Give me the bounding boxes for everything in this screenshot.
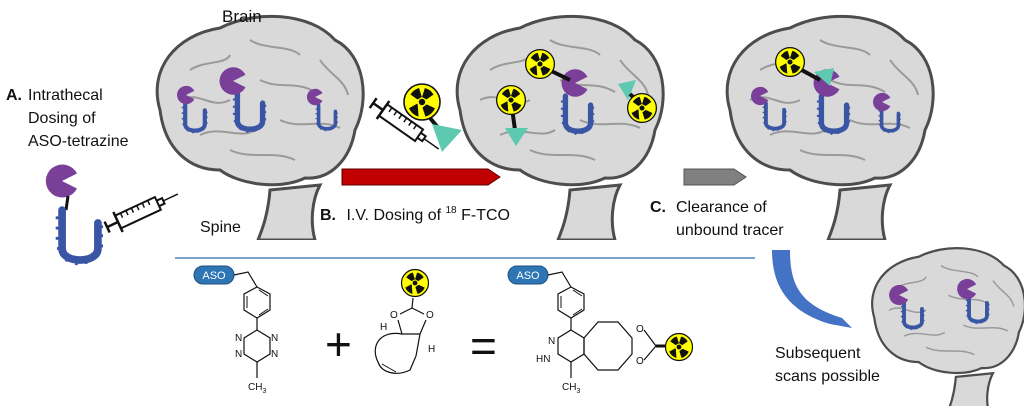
tco-structure: O O H H xyxy=(374,268,435,374)
radiation-icon xyxy=(664,332,694,362)
step-a-letter: A. xyxy=(6,87,22,104)
radiation-icon xyxy=(495,84,527,116)
spine-label: Spine xyxy=(200,219,241,236)
aso-receptor-group-2 xyxy=(495,48,658,146)
step-c-line1: Clearance of xyxy=(676,199,767,216)
step-c-text: C. Clearance of unbound tracer xyxy=(650,199,784,239)
svg-text:CH3: CH3 xyxy=(562,382,580,395)
svg-text:HN: HN xyxy=(536,354,550,365)
subsequent-line2: scans possible xyxy=(775,368,880,385)
aso-tag-label: ASO xyxy=(516,270,540,282)
svg-text:O: O xyxy=(636,356,644,367)
svg-text:N: N xyxy=(271,333,278,344)
product-structure: ASO N HN CH3 O O xyxy=(507,265,694,395)
pacman-receptor-icon xyxy=(45,164,77,198)
step-a-line3: ASO-tetrazine xyxy=(28,133,129,150)
aso-strand-icon xyxy=(56,210,103,265)
svg-text:N: N xyxy=(235,333,242,344)
step-c-letter: C. xyxy=(650,199,666,216)
step-b-post: F-TCO xyxy=(461,207,510,224)
step-c-line2: unbound tracer xyxy=(676,222,784,239)
step-a-line1: Intrathecal xyxy=(28,87,103,104)
aso-tetrazine-construct xyxy=(45,164,103,266)
svg-text:O: O xyxy=(426,310,434,321)
step-b-label: B. I.V. Dosing of 18 F-TCO xyxy=(320,200,510,224)
svg-text:H: H xyxy=(428,344,435,355)
radiation-icon xyxy=(400,268,430,298)
svg-text:H: H xyxy=(380,322,387,333)
step-b-letter: B. xyxy=(320,207,336,224)
syringe-icon xyxy=(103,193,179,234)
tracer-syringe-group xyxy=(368,83,462,152)
subsequent-scans-text: Subsequent scans possible xyxy=(775,345,880,385)
tco-triangle-icon xyxy=(505,128,528,146)
step-a-line2: Dosing of xyxy=(28,110,96,127)
tco-triangle-icon xyxy=(814,68,834,86)
subsequent-line1: Subsequent xyxy=(775,345,861,362)
radiation-icon xyxy=(524,48,556,80)
aso-receptor-group-3 xyxy=(751,46,902,135)
tco-triangle-icon xyxy=(618,80,636,100)
step-b-pre: I.V. Dosing of xyxy=(346,207,445,224)
svg-text:N: N xyxy=(235,349,242,360)
step-b-arrow xyxy=(341,168,501,186)
syringe-icon xyxy=(368,97,440,150)
brain-icon xyxy=(871,247,1024,406)
svg-text:N: N xyxy=(271,349,278,360)
plus-sign: + xyxy=(325,318,352,370)
svg-text:O: O xyxy=(636,324,644,335)
step-b-sup: 18 xyxy=(445,205,457,216)
step-c-arrow xyxy=(683,168,747,186)
aso-tag-label: ASO xyxy=(202,270,226,282)
aso-tetrazine-structure: ASO N N N N CH3 xyxy=(193,265,278,395)
radiation-icon xyxy=(626,92,658,124)
curved-arrow xyxy=(772,250,852,328)
step-a-text: A. Intrathecal Dosing of ASO-tetrazine xyxy=(6,87,129,150)
brain-label: Brain xyxy=(222,7,262,26)
svg-text:O: O xyxy=(390,310,398,321)
radiation-icon xyxy=(774,46,806,78)
radiation-icon xyxy=(403,83,441,121)
svg-text:N: N xyxy=(548,336,555,347)
tco-triangle-icon xyxy=(432,124,462,152)
svg-text:CH3: CH3 xyxy=(248,382,266,395)
equals-sign: = xyxy=(470,320,497,372)
